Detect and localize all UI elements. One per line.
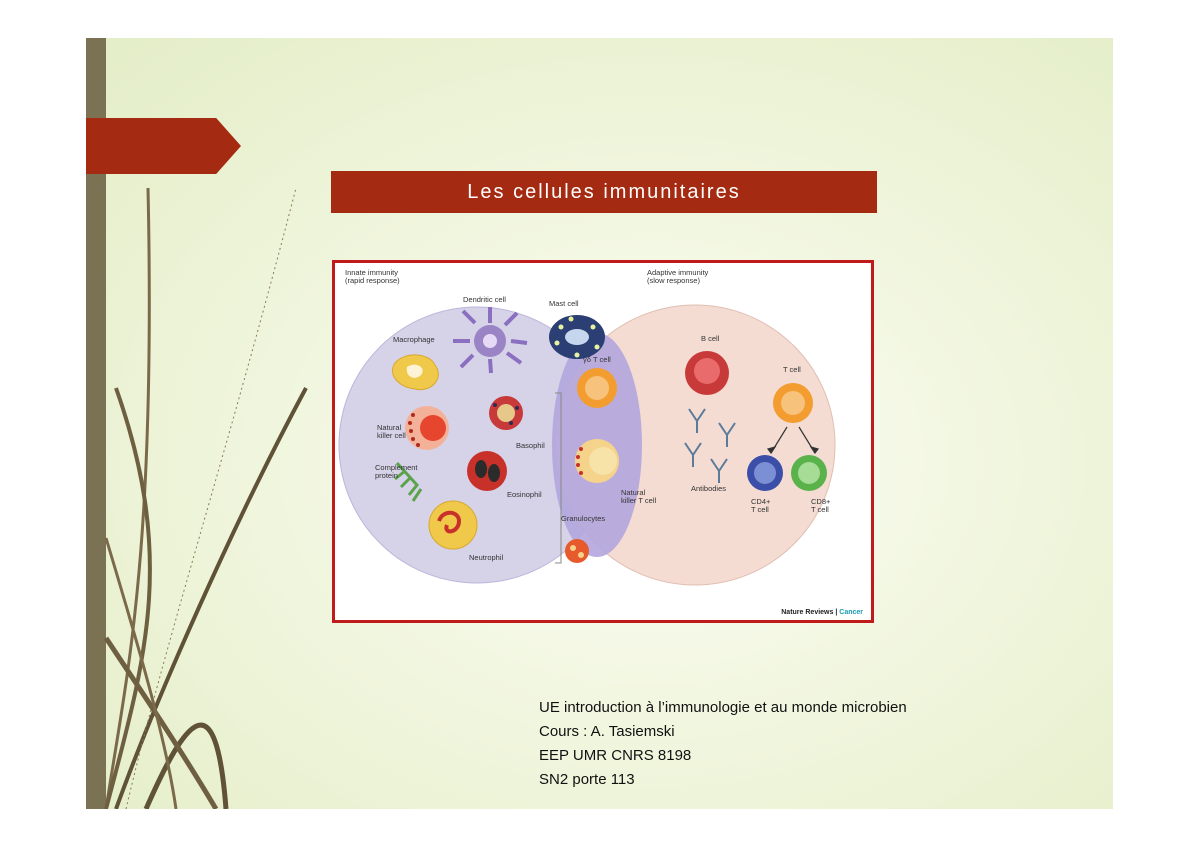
complement-protein-icon: [394, 461, 423, 502]
course-info: UE introduction à l’immunologie et au mo…: [539, 696, 907, 792]
label-antibodies: Antibodies: [691, 484, 727, 493]
label-cd4-t-cell: CD4+ T cell: [751, 497, 771, 514]
credit-journal: Nature Reviews: [781, 609, 834, 616]
label-cd8-t-cell: CD8+ T cell: [811, 497, 831, 514]
slide: Les cellules immunitaires: [86, 38, 1113, 809]
basophil-icon: [489, 396, 523, 430]
slide-title: Les cellules immunitaires: [331, 171, 877, 213]
label-macrophage: Macrophage: [393, 335, 435, 344]
label-nkt-cell: Natural killer T cell: [621, 488, 657, 505]
venn-diagram: [338, 304, 836, 586]
neutrophil-icon: [428, 500, 478, 550]
gd-t-cell-icon: [577, 368, 617, 408]
dendritic-cell-icon: [453, 307, 528, 374]
t-cell-icon: [773, 383, 813, 423]
macrophage-icon: [392, 354, 439, 391]
credit-separator: |: [835, 609, 838, 616]
label-eosinophil: Eosinophil: [507, 490, 542, 499]
label-dendritic-cell: Dendritic cell: [463, 295, 506, 304]
antibodies-icon: [684, 408, 736, 483]
eosinophil-icon: [467, 451, 507, 491]
mast-cell-icon: [549, 315, 605, 359]
grass-decoration: [103, 187, 308, 809]
label-mast-cell: Mast cell: [549, 299, 579, 308]
figure-credit: Nature Reviews | Cancer: [781, 609, 863, 616]
info-line-course-title: UE introduction à l’immunologie et au mo…: [539, 699, 907, 716]
side-bar: [86, 38, 106, 809]
info-line-office: SN2 porte 113: [539, 771, 635, 788]
adaptive-heading: Adaptive immunity (slow response): [647, 268, 709, 285]
label-basophil: Basophil: [516, 441, 545, 450]
label-gd-t-cell: γδ T cell: [583, 355, 611, 364]
nkt-cell-icon: [575, 439, 619, 483]
label-neutrophil: Neutrophil: [469, 553, 504, 562]
innate-heading: Innate immunity (rapid response): [345, 268, 400, 285]
label-b-cell: B cell: [701, 334, 720, 343]
t-cell-arrows: [766, 426, 820, 455]
label-t-cell: T cell: [783, 365, 801, 374]
label-nk-cell: Natural killer cell: [377, 423, 406, 440]
credit-section: Cancer: [839, 609, 863, 616]
label-complement: Complement protein: [375, 463, 418, 480]
arrow-tab-decoration: [86, 118, 241, 174]
info-line-lecturer: Cours : A. Tasiemski: [539, 723, 675, 740]
granulocyte-bracket: [555, 392, 562, 564]
b-cell-icon: [685, 351, 729, 395]
nk-cell-icon: [405, 406, 449, 450]
cd4-t-cell-icon: [747, 455, 783, 491]
immune-cells-figure: Innate immunity (rapid response) Adaptiv…: [332, 260, 874, 623]
info-line-lab: EEP UMR CNRS 8198: [539, 747, 692, 764]
granulocyte-icon: [565, 539, 589, 563]
cd8-t-cell-icon: [791, 455, 827, 491]
label-granulocytes: Granulocytes: [561, 514, 606, 523]
